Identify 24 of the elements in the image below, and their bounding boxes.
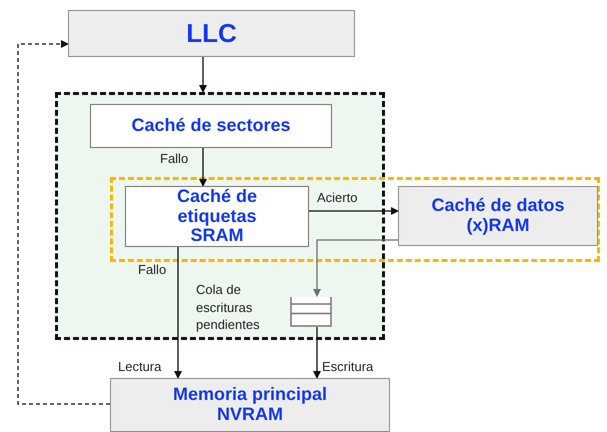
edge-label: Escritura: [322, 359, 374, 376]
arrow: [313, 327, 321, 379]
edge-label: Fallo: [160, 151, 188, 168]
box-title: Caché de datos (x)RAM: [430, 196, 566, 236]
queue-caption: Cola de escrituras pendientes: [196, 281, 261, 334]
box-title: Caché de sectores: [130, 116, 292, 136]
arrow: [313, 239, 398, 297]
arrow: [17, 40, 110, 405]
memory-box: [68, 10, 355, 57]
box-title: LLC: [185, 19, 238, 48]
edge-label: Acierto: [317, 190, 358, 207]
process-box: [125, 186, 309, 247]
memory-box: [398, 186, 598, 246]
edge-label: Fallo: [138, 262, 166, 279]
text-label: Lectura: [118, 359, 162, 376]
arrow: [174, 247, 182, 379]
box-title: Memoria principal NVRAM: [172, 385, 328, 425]
arrow: [199, 148, 207, 187]
arrow: [199, 57, 207, 93]
queue-icon: [290, 296, 332, 327]
process-box: [90, 104, 332, 148]
arrow: [309, 207, 399, 215]
memory-box: [110, 378, 390, 432]
box-title: Caché de etiquetas SRAM: [176, 186, 258, 246]
